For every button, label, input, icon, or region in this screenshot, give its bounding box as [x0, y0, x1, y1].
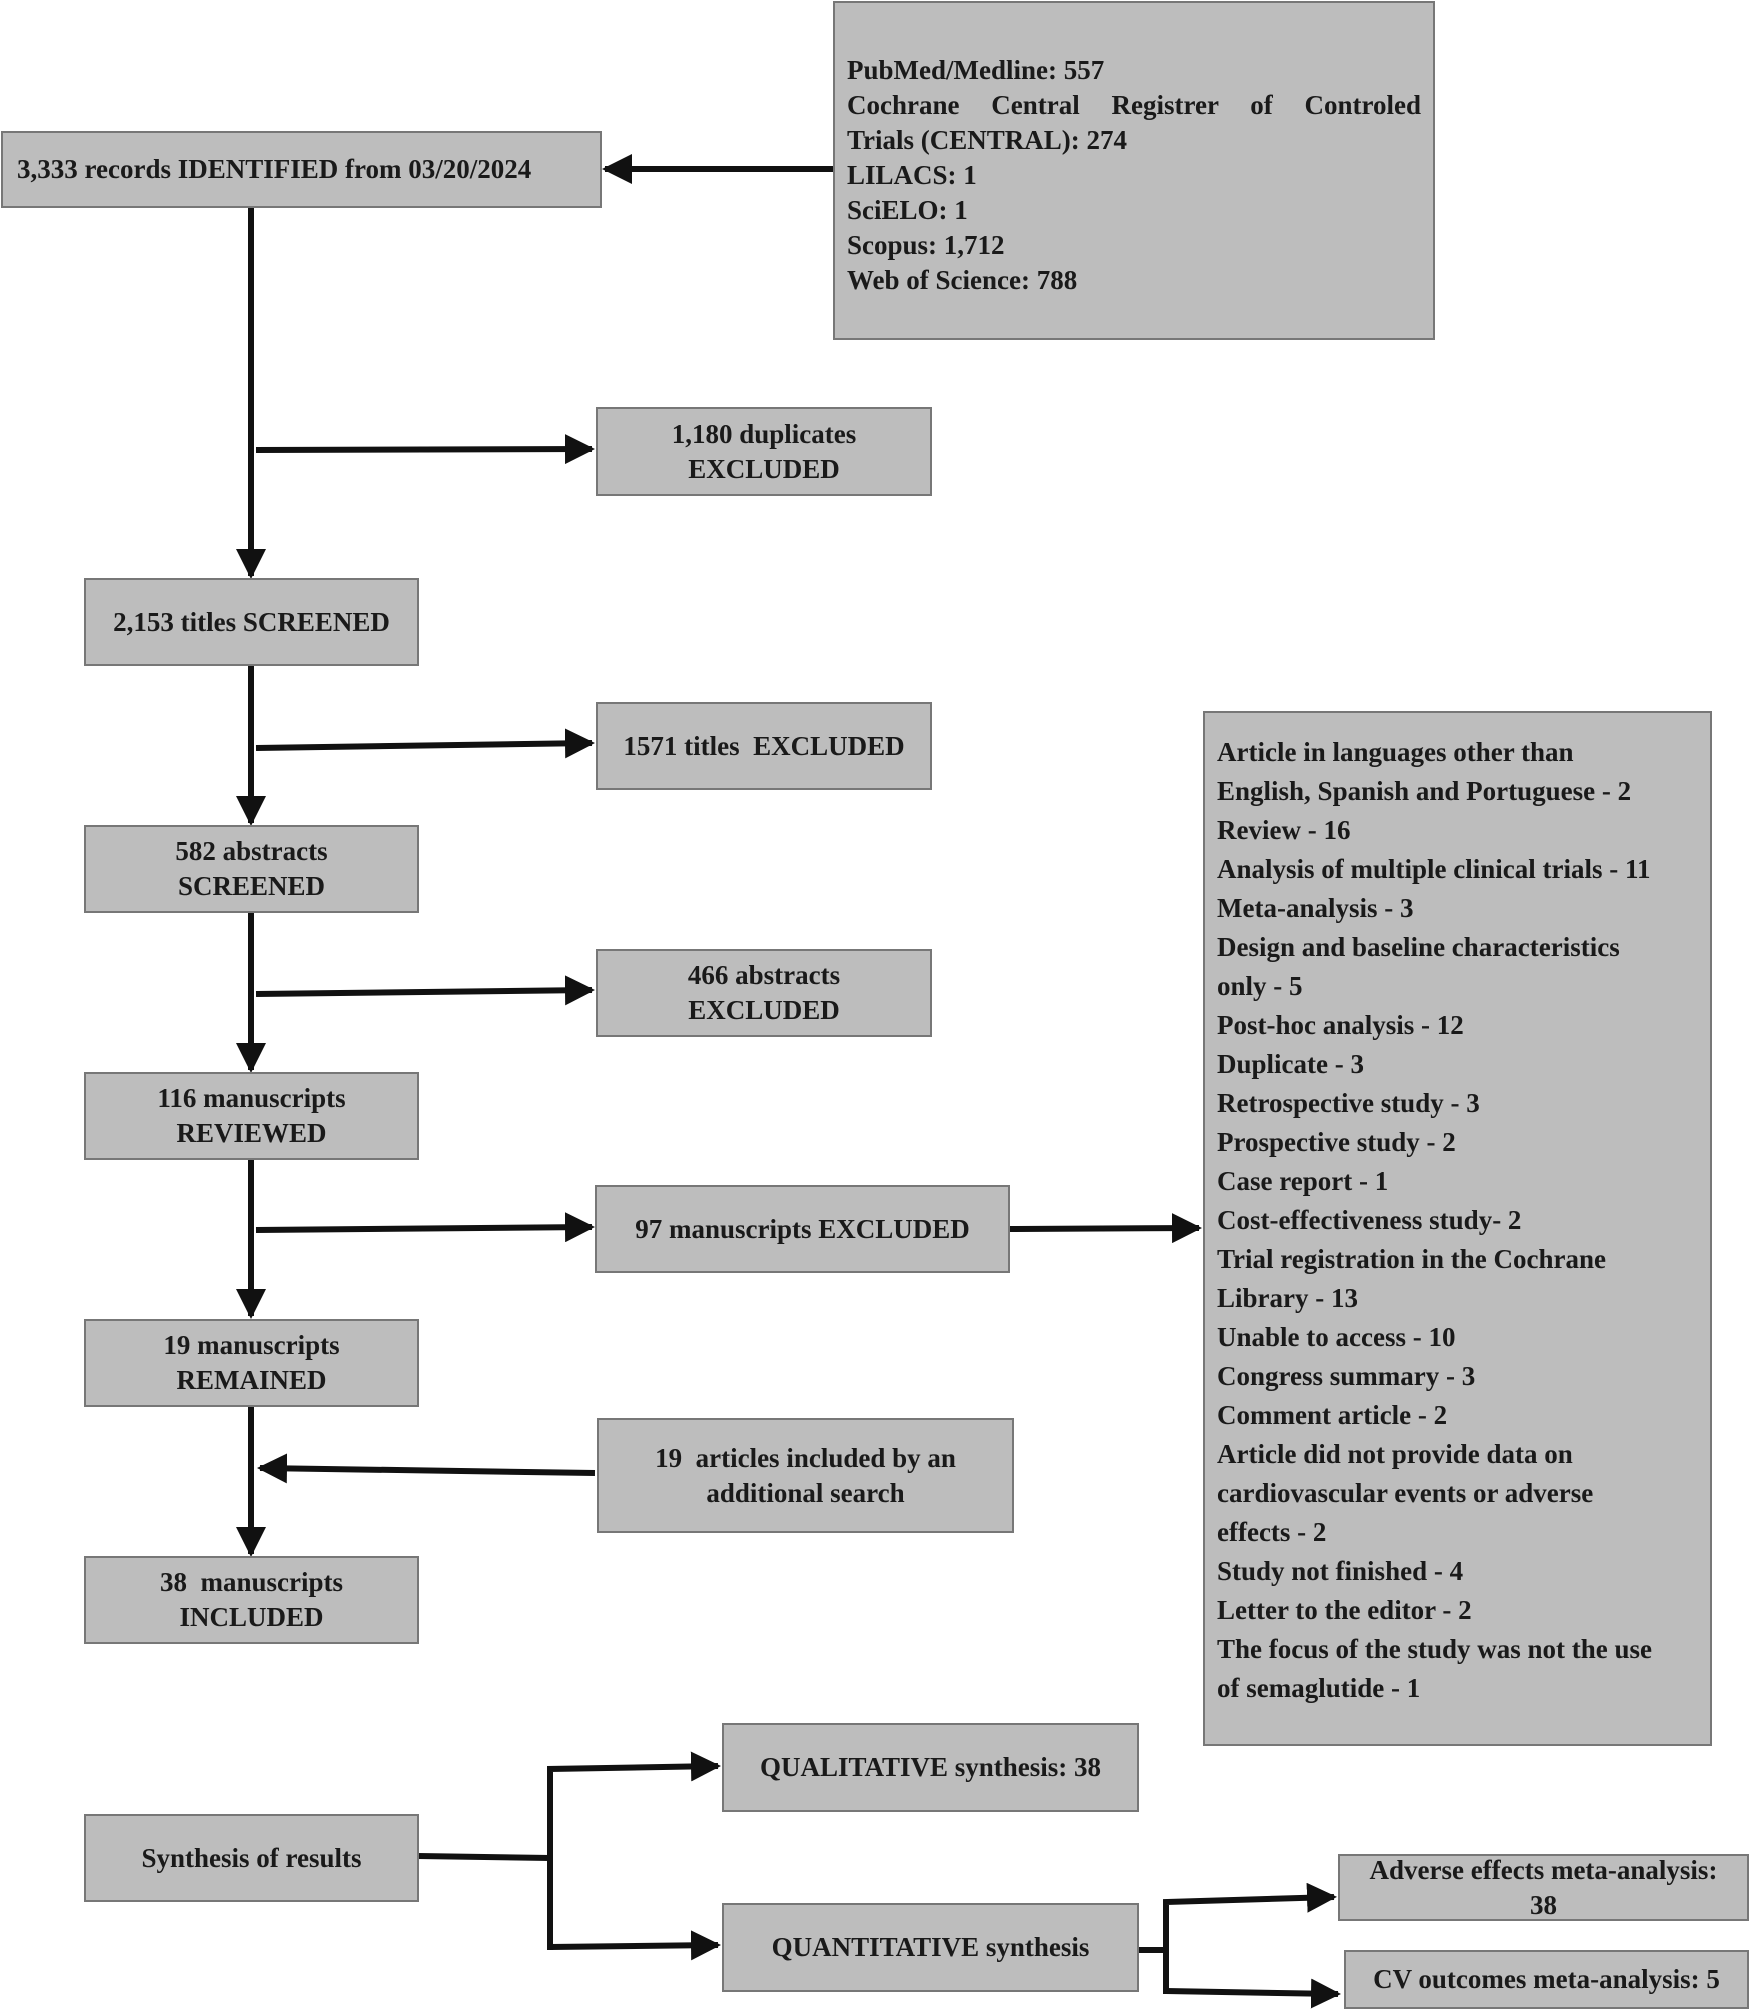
source-cochrane-cont: Trials (CENTRAL): 274: [847, 125, 1127, 155]
reason-line: Library - 13: [1217, 1283, 1358, 1313]
quantitative-synthesis-label: QUANTITATIVE synthesis: [771, 1932, 1090, 1962]
connector-branch-cv: [1165, 1978, 1341, 2009]
source-scopus: Scopus: 1,712: [847, 230, 1005, 260]
reason-line: Comment article - 2: [1217, 1400, 1448, 1430]
connector-branch-quantitative: [549, 1930, 721, 1961]
records-identified-label: 3,333 records IDENTIFIED from 03/20/2024: [17, 154, 532, 184]
source-cochrane: Cochrane Central Registrer of Controled: [847, 90, 1421, 120]
reason-line: Congress summary - 3: [1217, 1361, 1476, 1391]
adverse-effects-meta-label: Adverse effects meta-analysis:: [1369, 1854, 1718, 1885]
manuscripts-included-status: INCLUDED: [179, 1602, 324, 1632]
reason-line: cardiovascular events or adverse: [1217, 1478, 1594, 1508]
reason-line: Cost-effectiveness study- 2: [1217, 1205, 1522, 1235]
reason-line: Case report - 1: [1217, 1166, 1389, 1196]
reason-line: Letter to the editor - 2: [1217, 1595, 1472, 1625]
reason-line: Review - 16: [1217, 815, 1351, 845]
arrow-to-manuscripts-excluded: [255, 1212, 595, 1243]
manuscripts-included-box: 38 manuscripts INCLUDED: [84, 1556, 419, 1644]
reason-line: Trial registration in the Cochrane: [1217, 1244, 1606, 1274]
cv-outcomes-meta-label: CV outcomes meta-analysis: 5: [1373, 1964, 1720, 1994]
duplicates-count: 1,180 duplicates: [671, 418, 857, 449]
source-pubmed: PubMed/Medline: 557: [847, 55, 1105, 85]
abstracts-excluded-count: 466 abstracts: [687, 960, 841, 990]
reason-line: Study not finished - 4: [1217, 1556, 1464, 1586]
exclusion-reasons-box: Article in languages other than English,…: [1203, 711, 1712, 1746]
reason-line: Analysis of multiple clinical trials - 1…: [1217, 854, 1651, 884]
additional-search-count: 19 articles included by an: [655, 1442, 956, 1473]
arrow-additional-search: [257, 1453, 596, 1484]
synthesis-label: Synthesis of results: [141, 1842, 362, 1873]
reason-line: Meta-analysis - 3: [1217, 893, 1414, 923]
manuscripts-reviewed-count: 116 manuscripts: [157, 1083, 346, 1113]
source-scielo: SciELO: 1: [847, 195, 968, 225]
reason-line: only - 5: [1217, 971, 1303, 1001]
additional-search-box: 19 articles included by an additional se…: [597, 1418, 1014, 1533]
adverse-effects-meta-box: Adverse effects meta-analysis: 38: [1338, 1854, 1749, 1921]
manuscripts-reviewed-box: 116 manuscripts REVIEWED: [84, 1072, 419, 1160]
duplicates-excluded-box: 1,180 duplicates EXCLUDED: [596, 407, 932, 496]
reason-line: Unable to access - 10: [1217, 1322, 1456, 1352]
reason-line: Prospective study - 2: [1217, 1127, 1456, 1157]
reason-line: Retrospective study - 3: [1217, 1088, 1480, 1118]
connector-branch-qualitative: [547, 1751, 721, 1950]
records-identified-box: 3,333 records IDENTIFIED from 03/20/2024: [1, 131, 602, 208]
titles-excluded-label: 1571 titles EXCLUDED: [623, 730, 905, 761]
reason-line: Article in languages other than: [1217, 737, 1574, 767]
titles-screened-label: 2,153 titles SCREENED: [113, 606, 390, 637]
reason-line: Article did not provide data on: [1217, 1439, 1573, 1469]
reason-line: The focus of the study was not the use: [1217, 1634, 1653, 1664]
reason-line: English, Spanish and Portuguese - 2: [1217, 776, 1632, 806]
connector-synthesis-out: [417, 1853, 551, 1861]
manuscripts-remained-box: 19 manuscripts REMAINED: [84, 1319, 419, 1407]
adverse-effects-meta-count: 38: [1529, 1889, 1557, 1920]
reason-line: of semaglutide - 1: [1217, 1673, 1421, 1703]
qualitative-synthesis-box: QUALITATIVE synthesis: 38: [722, 1723, 1139, 1812]
qualitative-synthesis-label: QUALITATIVE synthesis: 38: [759, 1752, 1102, 1782]
manuscripts-excluded-box: 97 manuscripts EXCLUDED: [595, 1185, 1010, 1273]
abstracts-screened-status: SCREENED: [177, 871, 326, 901]
reason-line: Duplicate - 3: [1217, 1049, 1364, 1079]
reason-line: Design and baseline characteristics: [1217, 932, 1620, 962]
arrow-to-abstracts-excluded: [255, 975, 595, 1006]
arrow-to-duplicates: [255, 434, 595, 465]
manuscripts-reviewed-status: REVIEWED: [176, 1118, 327, 1148]
reason-line: effects - 2: [1217, 1517, 1327, 1547]
cv-outcomes-meta-box: CV outcomes meta-analysis: 5: [1344, 1950, 1749, 2009]
synthesis-box: Synthesis of results: [84, 1814, 419, 1902]
manuscripts-included-count: 38 manuscripts: [159, 1567, 343, 1597]
manuscripts-remained-status: REMAINED: [176, 1365, 327, 1395]
additional-search-label: additional search: [706, 1477, 905, 1508]
databases-sources-box: PubMed/Medline: 557 Cochrane Central Reg…: [833, 1, 1435, 340]
manuscripts-remained-count: 19 manuscripts: [163, 1330, 340, 1360]
source-web-of-science: Web of Science: 788: [847, 265, 1078, 295]
abstracts-screened-count: 582 abstracts: [175, 836, 328, 866]
duplicates-status: EXCLUDED: [688, 453, 840, 484]
abstracts-screened-box: 582 abstracts SCREENED: [84, 825, 419, 913]
abstracts-excluded-status: EXCLUDED: [688, 995, 840, 1025]
source-lilacs: LILACS: 1: [847, 160, 977, 190]
arrow-to-exclusion-reasons: [1008, 1213, 1202, 1244]
titles-excluded-box: 1571 titles EXCLUDED: [596, 702, 932, 790]
abstracts-excluded-box: 466 abstracts EXCLUDED: [596, 949, 932, 1037]
connector-branch-adverse: [1163, 1882, 1337, 1994]
arrow-to-titles-excluded: [255, 728, 595, 759]
titles-screened-box: 2,153 titles SCREENED: [84, 578, 419, 666]
reason-line: Post-hoc analysis - 12: [1217, 1010, 1464, 1040]
quantitative-synthesis-box: QUANTITATIVE synthesis: [722, 1903, 1139, 1992]
manuscripts-excluded-label: 97 manuscripts EXCLUDED: [635, 1213, 970, 1244]
